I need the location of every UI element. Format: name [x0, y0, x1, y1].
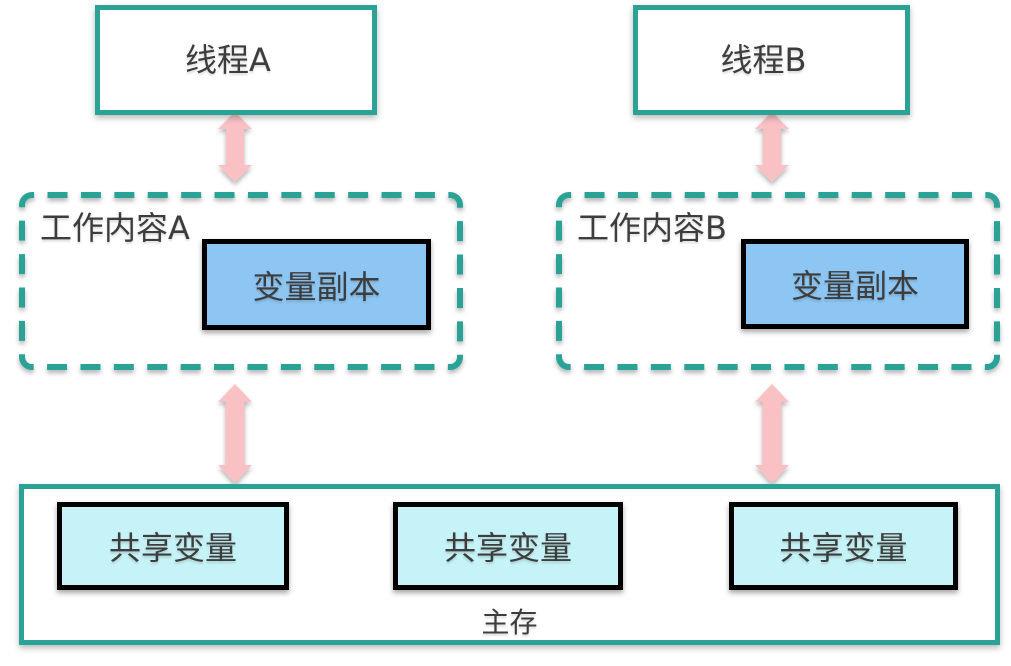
arrow-thread-b-workspace-b — [755, 112, 789, 182]
thread-a-box: 线程A — [95, 5, 377, 115]
variable-copy-a-label: 变量副本 — [252, 267, 381, 306]
shared-variable-box-1: 共享变量 — [57, 502, 289, 590]
shared-variable-label-1: 共享变量 — [108, 529, 237, 567]
shared-variable-label-2: 共享变量 — [443, 529, 572, 567]
workspace-a-label: 工作内容A — [40, 209, 190, 247]
shared-variable-box-2: 共享变量 — [393, 502, 623, 590]
shared-variable-label-3: 共享变量 — [779, 529, 908, 567]
variable-copy-b-box: 变量副本 — [741, 239, 969, 329]
shared-variable-box-3: 共享变量 — [729, 502, 958, 590]
thread-b-box: 线程B — [633, 5, 910, 115]
arrow-thread-a-workspace-a — [218, 112, 252, 182]
variable-copy-b-label: 变量副本 — [790, 267, 919, 305]
arrow-workspace-b-main-memory — [755, 384, 789, 483]
variable-copy-a-box: 变量副本 — [202, 239, 431, 330]
thread-b-label: 线程B — [720, 41, 807, 79]
thread-a-label: 线程A — [185, 41, 271, 79]
main-memory-label: 主存 — [481, 606, 538, 639]
arrow-workspace-a-main-memory — [218, 384, 252, 483]
workspace-b-label: 工作内容B — [577, 209, 727, 247]
